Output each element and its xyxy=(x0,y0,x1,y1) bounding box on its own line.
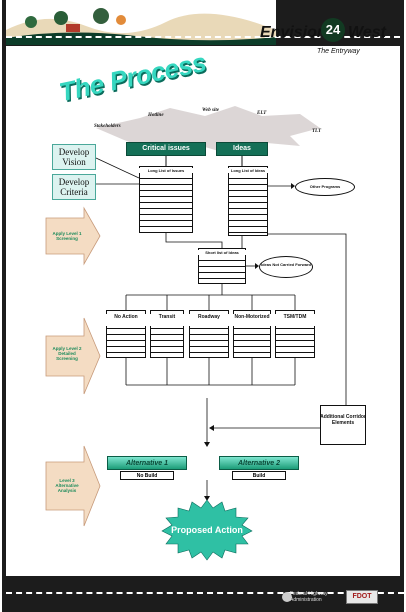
ideas-not-carried-oval: Ideas Not Carried Forward xyxy=(259,256,313,278)
develop-vision-box: Develop Vision xyxy=(52,144,96,170)
short-list-label: Short list of Ideas xyxy=(198,250,246,255)
level3-label: Level 3 Alternative Analysis xyxy=(55,478,79,493)
option-roadway-label: Roadway xyxy=(189,314,229,326)
level2-label: Apply Level 2 Detailed Screening xyxy=(52,346,82,361)
subtitle-text: The Entryway xyxy=(317,48,360,55)
proposed-burst-shape xyxy=(161,499,253,561)
alternative-1-bar: Alternative 1 xyxy=(107,456,187,470)
option-transit-label: Transit xyxy=(150,314,184,326)
envision-text: Envision xyxy=(260,24,327,41)
bottom-dashed-line xyxy=(6,592,404,594)
fhwa-text: Federal Highway Administration xyxy=(290,591,328,603)
long-list-issues-label: Long List of Issues xyxy=(139,168,193,173)
option-tsm-tdm-label: TSM/TDM xyxy=(275,314,315,326)
fhwa-logo-icon xyxy=(282,592,292,602)
input-hotline: Hotline xyxy=(148,113,164,118)
top-dashed-line xyxy=(6,36,400,38)
level2-arrow-shape xyxy=(45,317,101,395)
fdot-logo: FDOT xyxy=(346,590,378,604)
additional-corridor-label: Additional Corridor Elements xyxy=(320,414,366,426)
alternative-2-bar: Alternative 2 xyxy=(219,456,299,470)
option-no-action-label: No Action xyxy=(106,314,146,326)
route-shield-icon: 24 xyxy=(321,18,345,42)
input-website: Web site xyxy=(202,108,219,113)
option-non-motorized-label: Non-Motorized xyxy=(233,314,271,326)
develop-criteria-box: Develop Criteria xyxy=(52,174,96,200)
level1-label: Apply Level 1 Screening xyxy=(52,231,82,241)
input-elt: ELT xyxy=(257,111,267,116)
level3-arrow-shape xyxy=(45,445,101,527)
long-list-issues-box xyxy=(139,166,193,233)
input-stakeholders: Stakeholders xyxy=(94,124,121,129)
long-list-ideas-label: Long List of Ideas xyxy=(228,168,268,173)
input-burst-shape xyxy=(96,106,320,152)
level1-arrow-shape xyxy=(45,206,101,266)
proposed-action-label: Proposed Action xyxy=(171,525,243,535)
additional-corridor-box xyxy=(320,405,366,445)
alternative-2-sub: Build xyxy=(232,471,286,480)
other-programs-oval: Other Programs xyxy=(295,178,355,196)
ideas-head: Ideas xyxy=(216,142,268,156)
long-list-ideas-box xyxy=(228,166,268,236)
alternative-1-sub: No Build xyxy=(120,471,174,480)
input-tlt: TLT xyxy=(312,129,322,134)
west-text: West xyxy=(348,24,386,41)
critical-issues-head: Critical issues xyxy=(126,142,206,156)
